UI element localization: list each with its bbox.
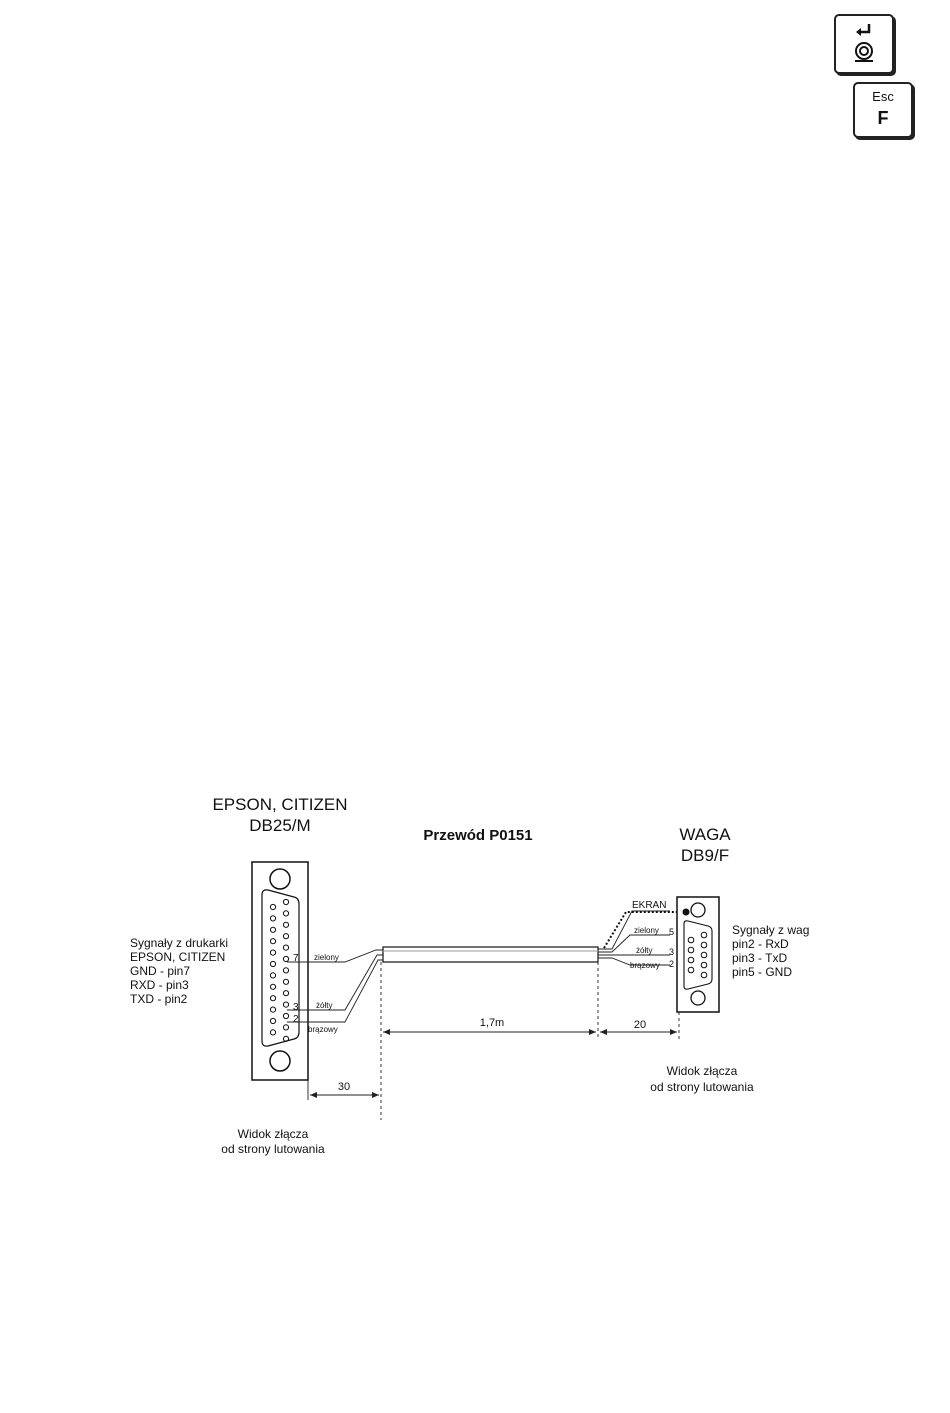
right-pin-2-label: 2 bbox=[669, 959, 674, 969]
dimension-cable-length: 1,7m bbox=[480, 1017, 504, 1029]
connector-pin bbox=[700, 941, 708, 949]
right-wires bbox=[598, 910, 670, 966]
connector-pin bbox=[282, 967, 290, 974]
connector-pin bbox=[282, 921, 290, 928]
right-connector-type: DB9/F bbox=[681, 846, 729, 865]
right-signal-line: Sygnały z wag bbox=[732, 923, 809, 937]
left-pin-3-label: 3 bbox=[293, 1002, 299, 1013]
connector-pin bbox=[700, 971, 708, 979]
connector-pin bbox=[269, 926, 277, 933]
left-signal-list: Sygnały z drukarki EPSON, CITIZEN GND - … bbox=[130, 936, 228, 1006]
left-pin-2-label: 2 bbox=[293, 1014, 299, 1025]
connector-pin bbox=[282, 933, 290, 940]
left-wire-brown-label: brązowy bbox=[308, 1025, 338, 1034]
left-signal-line: Sygnały z drukarki bbox=[130, 936, 228, 950]
connector-pin bbox=[700, 961, 708, 969]
dimension-lines bbox=[307, 962, 680, 1120]
left-wire-yellow-label: żółty bbox=[316, 1001, 332, 1010]
db25-pins bbox=[269, 898, 290, 1042]
esc-f-key-icon: Esc F bbox=[853, 82, 913, 138]
left-connector-title: EPSON, CITIZEN bbox=[212, 795, 347, 814]
connector-pin bbox=[282, 944, 290, 951]
connector-pin bbox=[269, 903, 277, 911]
esc-key-label: Esc bbox=[872, 89, 894, 104]
shield-dashed-wire bbox=[603, 911, 683, 949]
dimension-right: 20 bbox=[634, 1019, 646, 1031]
shield-label: EKRAN bbox=[632, 900, 666, 911]
left-signal-line: TXD - pin2 bbox=[130, 992, 188, 1006]
connector-pin bbox=[269, 949, 277, 956]
connector-pin bbox=[282, 990, 290, 997]
left-view-caption: od strony lutowania bbox=[221, 1142, 325, 1156]
left-connector-type: DB25/M bbox=[249, 816, 310, 835]
dimension-left: 30 bbox=[338, 1081, 350, 1093]
connector-pin bbox=[269, 960, 277, 968]
right-signal-line: pin2 - RxD bbox=[732, 937, 789, 951]
db9-connector bbox=[676, 896, 720, 1013]
connector-pin bbox=[282, 898, 290, 906]
connector-pin bbox=[687, 936, 695, 944]
right-view-caption: od strony lutowania bbox=[650, 1080, 754, 1094]
enter-key-icon bbox=[834, 14, 894, 74]
left-pin-7-label: 7 bbox=[293, 953, 299, 964]
left-signal-line: RXD - pin3 bbox=[130, 978, 189, 992]
right-pin-3-label: 3 bbox=[669, 947, 674, 957]
connector-pin bbox=[282, 955, 290, 963]
left-wires bbox=[287, 949, 383, 1023]
connector-pin bbox=[687, 956, 695, 964]
enter-symbol-icon bbox=[855, 24, 873, 62]
right-wire-brown-label: brązowy bbox=[630, 961, 660, 970]
connector-pin bbox=[269, 915, 277, 922]
db9-pins bbox=[687, 931, 708, 979]
connector-pin bbox=[269, 1006, 277, 1013]
connector-pin bbox=[282, 1012, 290, 1020]
right-pin-5-label: 5 bbox=[669, 927, 674, 937]
cable-title: Przewód P0151 bbox=[423, 827, 532, 844]
left-wire-green-label: zielony bbox=[314, 953, 339, 962]
cable-body bbox=[382, 946, 599, 963]
connector-pin bbox=[687, 966, 695, 974]
connector-pin bbox=[282, 978, 290, 985]
right-signal-line: pin3 - TxD bbox=[732, 951, 787, 965]
right-signal-line: pin5 - GND bbox=[732, 965, 792, 979]
connector-pin bbox=[269, 1017, 277, 1025]
connector-pin bbox=[282, 910, 290, 917]
db25-connector bbox=[251, 861, 309, 1081]
connector-pin bbox=[282, 1024, 290, 1031]
left-view-caption: Widok złącza bbox=[238, 1127, 309, 1141]
connector-pin bbox=[687, 946, 695, 954]
connector-pin bbox=[282, 1035, 290, 1042]
right-wire-green-label: zielony bbox=[634, 926, 659, 935]
left-signal-line: EPSON, CITIZEN bbox=[130, 950, 225, 964]
connector-pin bbox=[269, 983, 277, 990]
connector-pin bbox=[269, 995, 277, 1002]
connector-pin bbox=[700, 951, 708, 959]
right-signal-list: Sygnały z wag pin2 - RxD pin3 - TxD pin5… bbox=[732, 923, 809, 979]
left-signal-line: GND - pin7 bbox=[130, 964, 190, 978]
connector-pin bbox=[269, 972, 277, 979]
right-connector-title: WAGA bbox=[679, 825, 731, 844]
right-wire-yellow-label: żółty bbox=[636, 946, 652, 955]
connector-pin bbox=[282, 1001, 290, 1008]
connector-pin bbox=[269, 938, 277, 945]
f-key-label: F bbox=[877, 108, 889, 128]
connector-pin bbox=[700, 931, 708, 939]
right-view-caption: Widok złącza bbox=[667, 1064, 738, 1078]
connector-pin bbox=[269, 1029, 277, 1036]
